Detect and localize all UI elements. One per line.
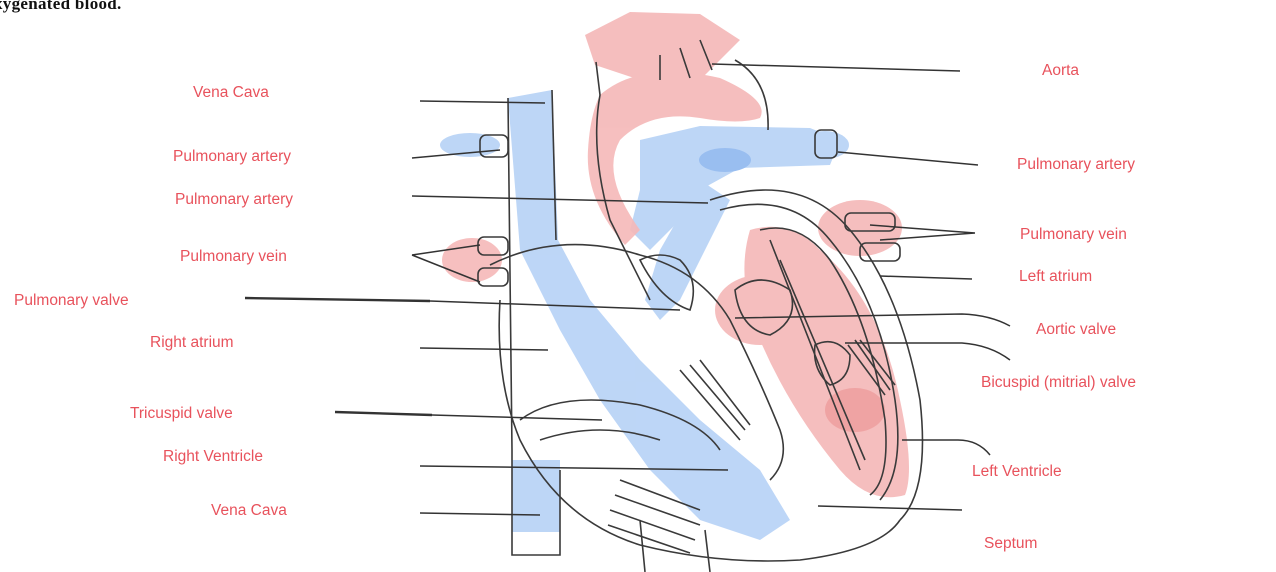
leader-left-ventricle bbox=[902, 440, 990, 455]
leader-right-atrium bbox=[420, 348, 548, 350]
label-left-ventricle: Left Ventricle bbox=[972, 463, 1062, 481]
leader-tricuspid-valve bbox=[335, 412, 432, 415]
label-aorta: Aorta bbox=[1042, 62, 1079, 80]
label-pulmonary-valve: Pulmonary valve bbox=[14, 292, 129, 310]
leader-septum bbox=[818, 506, 962, 510]
leader-pulmonary-artery-right bbox=[838, 152, 978, 165]
label-right-atrium: Right atrium bbox=[150, 334, 234, 352]
label-aortic-valve: Aortic valve bbox=[1036, 321, 1116, 339]
leader-left-atrium bbox=[880, 276, 972, 279]
label-vena-cava-bottom: Vena Cava bbox=[211, 502, 287, 520]
label-tricuspid-valve: Tricuspid valve bbox=[130, 405, 233, 423]
label-pulmonary-vein-left: Pulmonary vein bbox=[180, 248, 287, 266]
label-left-atrium: Left atrium bbox=[1019, 268, 1092, 286]
label-pulmonary-artery-center: Pulmonary artery bbox=[175, 191, 293, 209]
leader-pulmonary-valve bbox=[245, 298, 430, 301]
label-right-ventricle: Right Ventricle bbox=[163, 448, 263, 466]
label-bicuspid-valve: Bicuspid (mitrial) valve bbox=[981, 374, 1136, 392]
label-vena-cava-top: Vena Cava bbox=[193, 84, 269, 102]
label-pulmonary-artery-left: Pulmonary artery bbox=[173, 148, 291, 166]
label-pulmonary-artery-right: Pulmonary artery bbox=[1017, 156, 1135, 174]
label-pulmonary-vein-right: Pulmonary vein bbox=[1020, 226, 1127, 244]
label-septum: Septum bbox=[984, 535, 1037, 553]
